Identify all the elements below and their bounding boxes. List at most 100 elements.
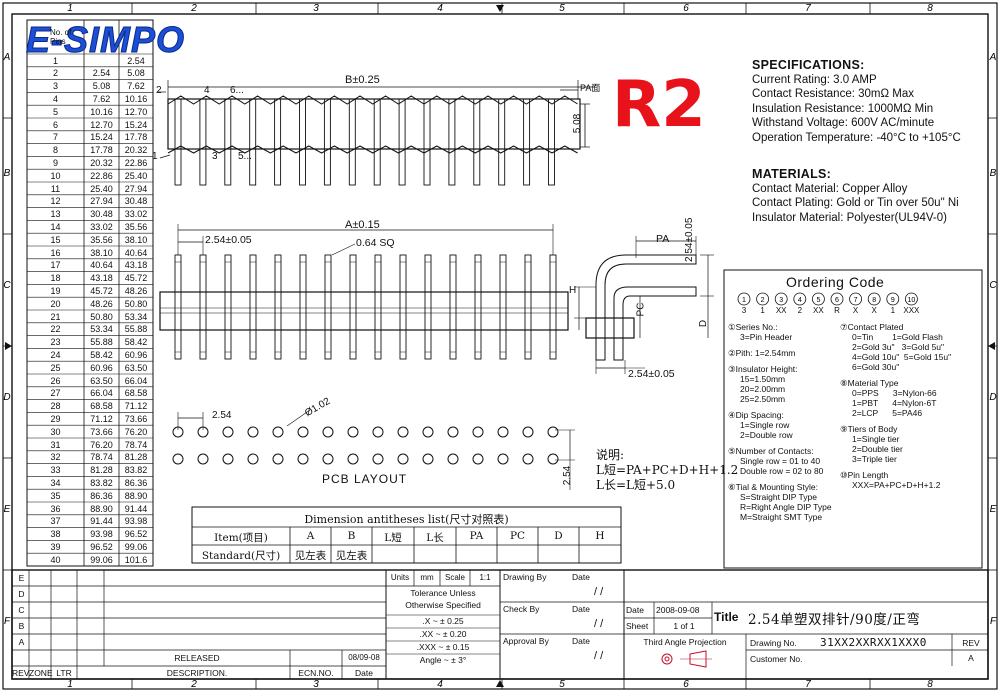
pcb-hole <box>497 453 509 465</box>
side-pc-label: PC <box>635 302 647 317</box>
side-h-label: H <box>569 285 577 296</box>
notes-line-1: L短=PA+PC+D+H+1.2 <box>596 463 739 477</box>
pin-table-cell: 25.40 <box>124 170 148 181</box>
code-value: 1 <box>760 306 765 315</box>
rev-row-label: D <box>18 589 25 599</box>
code-circle <box>793 292 807 306</box>
center-mark-bottom <box>496 680 504 687</box>
dim-table-header: L长 <box>426 532 444 544</box>
height-dim-label: 5.08 <box>572 113 584 134</box>
pin-table-cell: 50.80 <box>90 311 113 322</box>
pin-table-cell: 66.04 <box>90 388 113 399</box>
pin-table-cell: 33 <box>50 465 61 476</box>
pcb-hole <box>422 453 434 465</box>
code-value: XX <box>813 306 824 315</box>
ordering-item-option: 2=Gold 3u" 3=Gold 5u" <box>852 342 945 352</box>
front-pin <box>299 254 307 360</box>
grid-row-label: F <box>990 616 997 627</box>
front-pin <box>474 254 482 360</box>
dim-table-header: D <box>554 530 563 542</box>
top-label-2: 2 <box>156 85 162 96</box>
pin-size-label: 0.64 SQ <box>356 237 395 249</box>
top-label-1: 1 <box>152 151 158 162</box>
code-circle-number: 2 <box>761 297 765 304</box>
dim-table-title: Dimension antitheses list(尺寸对照表) <box>304 513 509 526</box>
side-pitch-h-label: 2.54±0.05 <box>628 368 675 380</box>
grid-col-label: 1 <box>67 3 73 14</box>
tolerance-line: Tolerance Unless <box>410 588 476 598</box>
pin-table-cell: 71.12 <box>90 413 113 424</box>
front-view <box>159 224 569 360</box>
ordering-item-option: 6=Gold 30u" <box>852 362 900 372</box>
units-cell: Units <box>390 573 410 582</box>
grid-col-label: 7 <box>805 679 811 690</box>
pin-table-cell: 6 <box>52 119 58 130</box>
pin-table-cell: 2.54 <box>127 55 145 66</box>
ordering-item-option: 3=Triple tier <box>852 454 897 464</box>
front-pin <box>324 254 332 360</box>
top-pin <box>423 98 431 186</box>
code-circle <box>756 292 769 306</box>
pcb-hole <box>472 426 484 438</box>
code-circle-number: 3 <box>779 297 783 304</box>
ordering-item-option: 4=Gold 10u" 5=Gold 15u" <box>852 352 952 362</box>
title-block-grid <box>11 569 989 680</box>
ordering-item-option: 1=PBT 4=Nylon-6T <box>852 398 937 408</box>
pin-table-cell: 60.96 <box>90 362 113 373</box>
rev-row-label: C <box>18 605 25 615</box>
pcb-hole <box>297 426 309 438</box>
pin-table-cell: 20 <box>50 298 61 309</box>
notes: 说明: L短=PA+PC+D+H+1.2 L长=L短+5.0 <box>596 448 738 493</box>
ordering-item-head: ③Insulator Height: <box>728 364 798 374</box>
pin-table-cell: 101.6 <box>124 554 148 565</box>
top-pin <box>523 98 531 186</box>
side-d-label: D <box>698 319 710 328</box>
pin-table-cell: 63.50 <box>124 362 148 373</box>
pin-table-cell: 30.48 <box>124 196 148 207</box>
rev-header: DESCRIPTION. <box>166 668 228 678</box>
pin-table-cell: 58.42 <box>124 337 148 348</box>
pcb-hole <box>347 426 359 438</box>
top-pin <box>249 98 257 186</box>
pin-table-cell: 40.64 <box>90 260 113 271</box>
date-slashes-0: / / <box>594 586 604 598</box>
top-pin <box>299 98 306 186</box>
top-view-break-top <box>167 95 578 105</box>
pin-table-cell: 33.02 <box>90 221 113 232</box>
logo-text: E-SIMPO <box>25 19 186 60</box>
code-value: 1 <box>890 306 896 315</box>
spec-line: Contact Plating: Gold or Tin over 50u" N… <box>752 197 959 209</box>
code-value: 3 <box>741 306 747 315</box>
sheet-label: Sheet <box>626 621 649 631</box>
top-view-body <box>167 98 581 150</box>
center-mark-left <box>5 342 12 350</box>
notes-title: 说明: <box>596 448 625 462</box>
ordering-code-box <box>723 269 983 569</box>
ordering-item-option: XXX=PA+PC+D+H+1.2 <box>852 480 941 490</box>
pin-table-cell: 35.56 <box>124 221 148 232</box>
pin-table-cell: 23 <box>50 337 61 348</box>
pin-table-cell: 27.94 <box>90 196 113 207</box>
pcb-hole <box>197 453 209 465</box>
materials: MATERIALS: Contact Material: Copper Allo… <box>752 167 959 225</box>
pin-table-cell: 12 <box>50 196 61 207</box>
grid-col-label: 2 <box>190 3 197 14</box>
released-date: 08/09-08 <box>348 653 380 662</box>
pcb-hole <box>472 453 484 465</box>
top-view-pins <box>174 98 555 186</box>
pin-table-cell: 18 <box>50 273 61 284</box>
pin-table-cell: 26 <box>50 375 61 386</box>
top-pin <box>274 98 282 186</box>
drawing-no-label: Drawing No. <box>750 638 797 648</box>
pin-table-cell: 50.80 <box>124 298 148 309</box>
date-slashes-2: / / <box>594 650 604 662</box>
ordering-item-option: 3=Pin Header <box>740 332 793 342</box>
spec-line: Withstand Voltage: 600V AC/minute <box>752 117 935 129</box>
pcb-hole <box>222 453 234 465</box>
tolerance-line: .XX ~ ± 0.20 <box>419 629 467 639</box>
dim-table-header: PC <box>509 530 526 542</box>
dim-table-cell: 见左表 <box>335 550 368 562</box>
